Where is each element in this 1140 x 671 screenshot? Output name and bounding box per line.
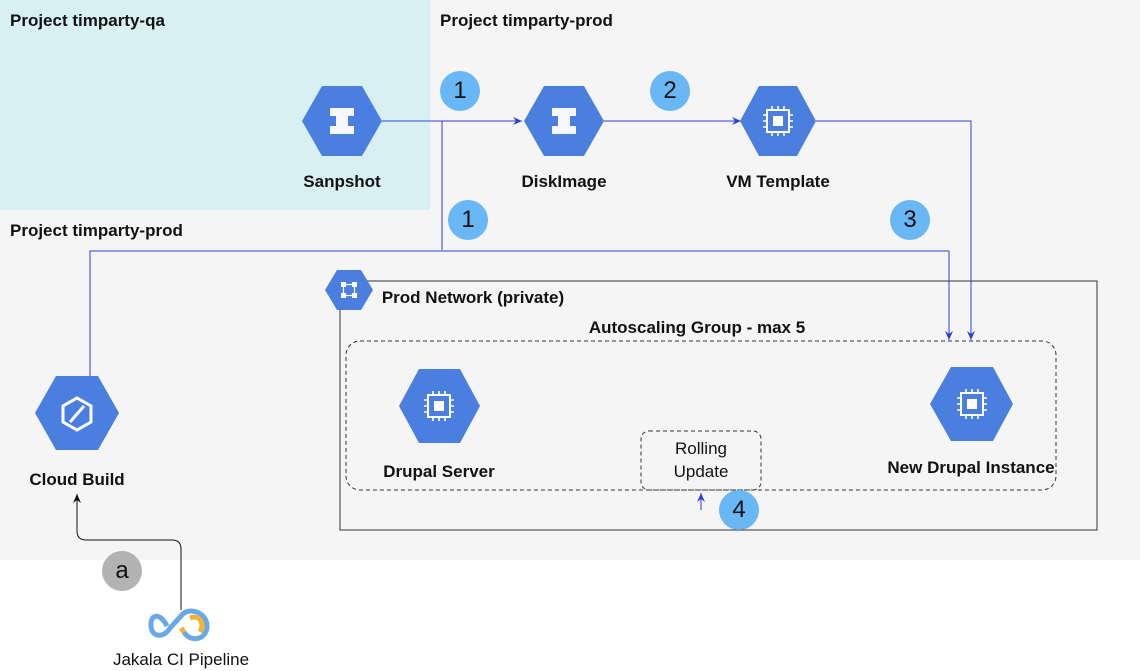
arrow-cloudbuild-to-instance: [89, 250, 953, 386]
autoscaling-label: Autoscaling Group - max 5: [588, 318, 806, 337]
rolling-update-label-line2: Update: [673, 462, 729, 481]
step-3-badge: 3: [890, 200, 930, 240]
arrow-vmtemplate-to-instance: [816, 120, 975, 340]
drupal-server-icon: [399, 369, 480, 443]
disk-image-icon: [524, 86, 604, 156]
vm-template-label: VM Template: [726, 172, 830, 191]
new-drupal-instance-icon: [930, 367, 1013, 441]
step-1-top-badge: 1: [440, 71, 480, 111]
arrow-pipeline-to-cloudbuild: [73, 494, 182, 610]
snapshot-label: Sanpshot: [303, 172, 381, 191]
ci-pipeline-label: Jakala CI Pipeline: [112, 650, 250, 669]
cloud-build-label: Cloud Build: [29, 470, 125, 489]
prod-zone-title-top: Project timparty-prod: [440, 11, 613, 30]
cloud-build-icon: [35, 376, 119, 450]
step-2-badge: 2: [650, 71, 690, 111]
snapshot-icon: [302, 86, 382, 156]
autoscaling-group-box: [345, 340, 1057, 491]
network-icon: [325, 270, 373, 310]
ci-pipeline-icon: [148, 608, 210, 642]
rolling-update-box: [640, 430, 762, 491]
prod-zone-title-left: Project timparty-prod: [10, 221, 183, 240]
prod-network-box: [339, 280, 1098, 531]
vm-template-icon: [740, 86, 816, 156]
step-4-badge: 4: [719, 490, 759, 530]
network-label: Prod Network (private): [381, 288, 565, 307]
drupal-server-label: Drupal Server: [383, 462, 495, 481]
qa-zone-title: Project timparty-qa: [10, 11, 165, 30]
new-drupal-instance-label: New Drupal Instance: [887, 458, 1055, 477]
disk-image-label: DiskImage: [521, 172, 607, 191]
step-a-badge: a: [102, 551, 142, 591]
step-1-mid-badge: 1: [448, 200, 488, 240]
rolling-update-label-line1: Rolling: [675, 439, 727, 458]
